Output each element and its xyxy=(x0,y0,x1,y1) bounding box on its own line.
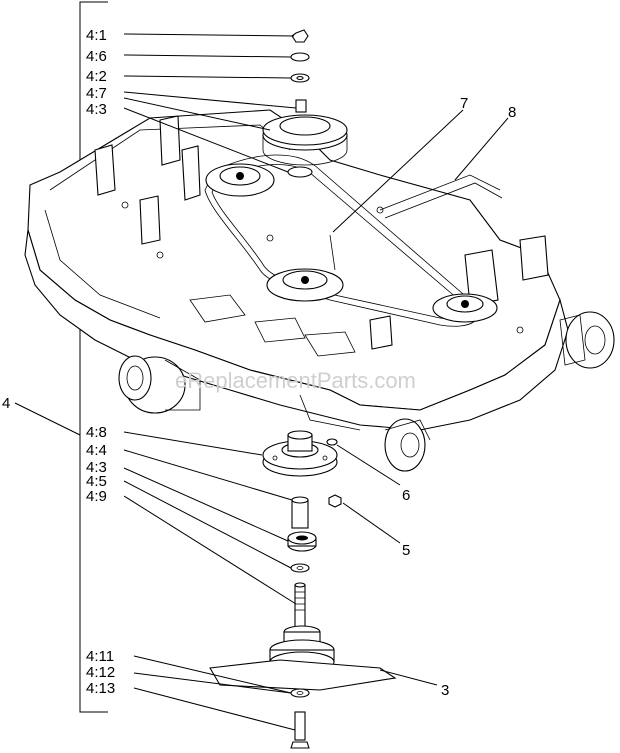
callout-3: 3 xyxy=(441,682,449,699)
blade-washer xyxy=(290,688,310,698)
callout-6: 6 xyxy=(402,487,410,504)
assembly-bracket xyxy=(79,1,108,713)
callout-4-2: 4:2 xyxy=(86,68,107,85)
callout-4-5: 4:5 xyxy=(86,473,107,490)
callout-4-7: 4:7 xyxy=(86,85,107,102)
mower-blade xyxy=(209,659,397,691)
callout-8: 8 xyxy=(508,104,516,121)
callout-4-9: 4:9 xyxy=(86,488,107,505)
callout-4-3-top: 4:3 xyxy=(86,101,107,118)
bearing-lower xyxy=(287,531,317,552)
callout-4-1: 4:1 xyxy=(86,27,107,44)
callout-4-12: 4:12 xyxy=(86,664,115,681)
watermark-text: eReplacementParts.com xyxy=(175,368,416,393)
leader-lines xyxy=(14,33,509,731)
blade-bolt xyxy=(290,711,310,749)
front-right-wheel xyxy=(384,418,431,472)
callout-4: 4 xyxy=(2,395,10,412)
washer-lower xyxy=(290,563,310,573)
callout-4-11: 4:11 xyxy=(86,648,114,665)
belt-and-pulleys xyxy=(204,154,503,327)
callout-4-3-bottom: 4:3 xyxy=(86,459,107,476)
nut-item-5 xyxy=(328,494,342,508)
left-caster-wheel xyxy=(118,355,201,414)
right-rear-wheel xyxy=(559,311,615,369)
callout-4-8: 4:8 xyxy=(86,424,107,441)
spindle-housing xyxy=(262,430,338,477)
callout-4-4: 4:4 xyxy=(86,442,107,459)
callout-4-13: 4:13 xyxy=(86,680,115,697)
callout-4-6: 4:6 xyxy=(86,48,107,65)
callout-5: 5 xyxy=(402,542,410,559)
washer-item-6 xyxy=(326,438,338,446)
mower-deck-housing xyxy=(24,109,569,431)
callout-7: 7 xyxy=(460,95,468,112)
spacer-tube xyxy=(291,496,309,529)
top-pulley-stack xyxy=(262,29,348,178)
callout-labels: 4:1 4:6 4:2 4:7 4:3 7 8 4 4:8 4:4 4:3 4:… xyxy=(2,27,516,699)
